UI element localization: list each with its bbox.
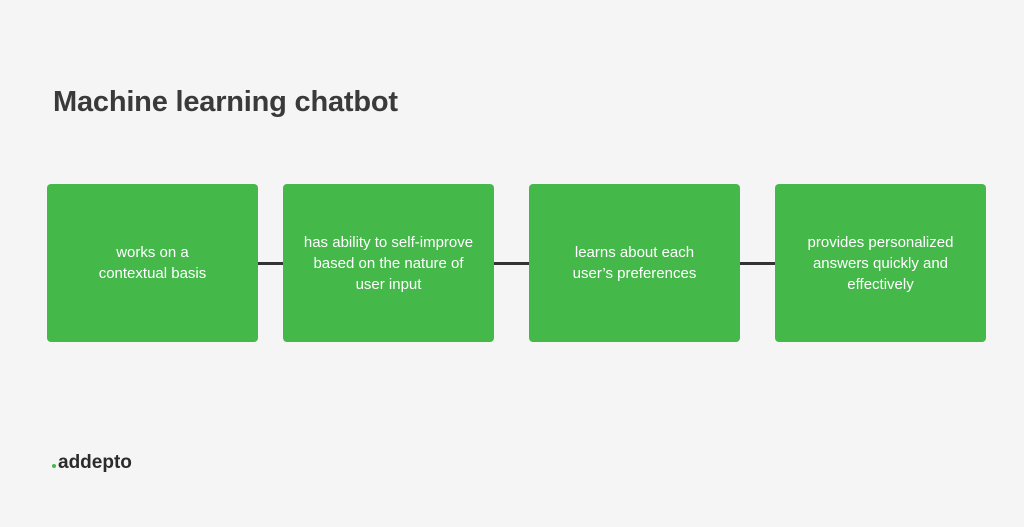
connector-line (494, 262, 529, 265)
addepto-logo: addepto (52, 452, 132, 474)
logo-name: addepto (58, 452, 132, 473)
diagram-title: Machine learning chatbot (53, 86, 398, 118)
connector-line (258, 262, 283, 265)
step-text: has ability to self-improve based on the… (303, 233, 474, 293)
step-box-1: works on a contextual basis (47, 184, 258, 342)
step-text: learns about each user’s preferences (572, 244, 697, 282)
step-box-2: has ability to self-improve based on the… (283, 184, 494, 342)
step-text: works on a contextual basis (98, 244, 207, 282)
logo-dot-icon (52, 464, 56, 468)
connector-line (740, 262, 775, 265)
step-box-4: provides personalized answers quickly an… (775, 184, 986, 342)
step-text: provides personalized answers quickly an… (807, 233, 954, 293)
step-box-3: learns about each user’s preferences (529, 184, 740, 342)
